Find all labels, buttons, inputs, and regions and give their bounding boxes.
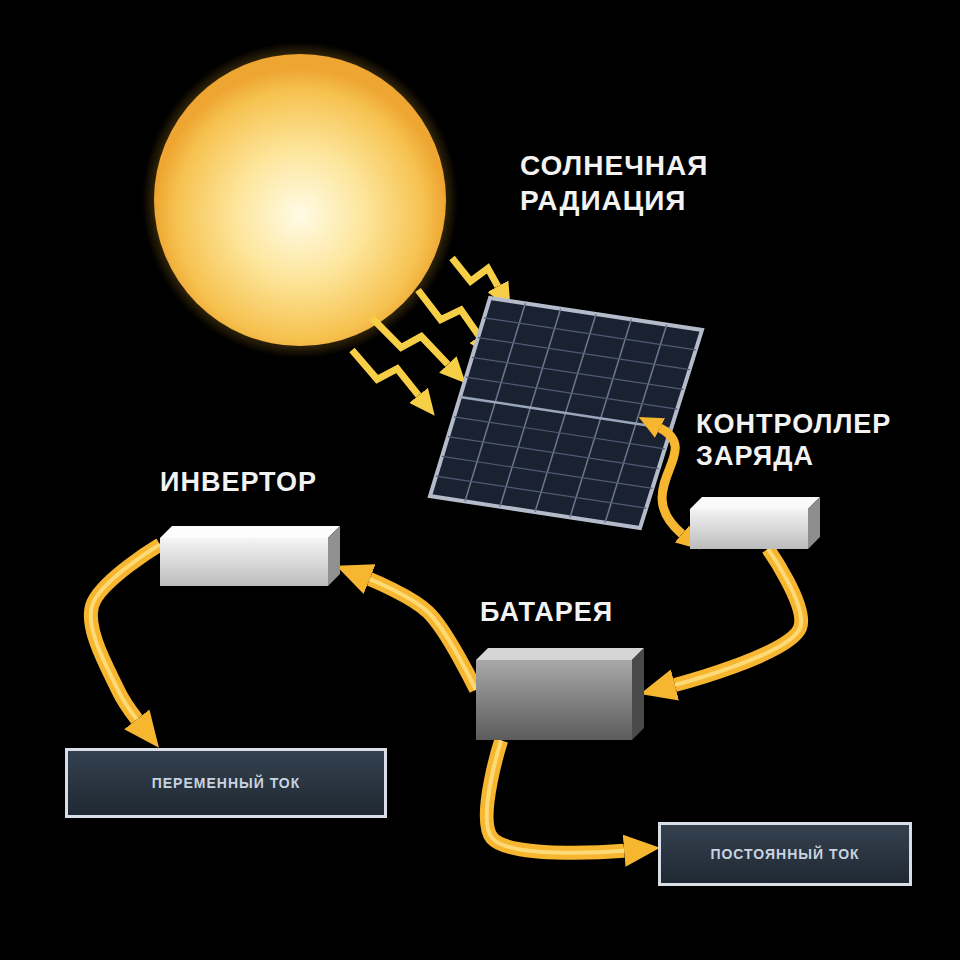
box-body — [476, 648, 644, 740]
panel-cell-line — [484, 318, 696, 350]
box-front — [160, 538, 328, 586]
battery-box: БАТАРЕЯ — [476, 596, 700, 740]
panel-cells — [436, 303, 696, 522]
box-3d — [160, 526, 340, 586]
box-top — [690, 497, 820, 509]
panel-cell-line — [442, 456, 652, 488]
panel-cell-line — [436, 476, 646, 508]
box-front — [690, 509, 808, 549]
panel-controller-arrow — [660, 428, 682, 534]
box-side — [808, 497, 820, 549]
box-heading: БАТАРЕЯ — [480, 596, 700, 628]
panel-cell-line — [448, 437, 659, 469]
flow-arrow — [370, 579, 476, 690]
flow-arrow-group — [91, 544, 160, 719]
panel-cell-line — [454, 417, 665, 449]
flow-arrow — [675, 549, 801, 685]
charge-controller-box: КОНТРОЛЛЕР ЗАРЯДА — [690, 408, 956, 549]
output-label: ПОСТОЯННЫЙ ТОК — [710, 846, 859, 862]
sun — [154, 54, 446, 346]
flow-arrow-group — [487, 740, 624, 852]
panel-cell-line — [460, 397, 671, 429]
dc-output-box: ПОСТОЯННЫЙ ТОК — [658, 822, 912, 886]
flow-arrow-group — [675, 549, 801, 685]
box-side — [632, 648, 644, 740]
flow-arrow — [91, 544, 160, 719]
caption-label: СОЛНЕЧНАЯ РАДИАЦИЯ — [520, 148, 780, 218]
flow-arrow-highlight — [370, 579, 476, 690]
box-top — [476, 648, 644, 660]
panel-cell-line — [466, 377, 677, 409]
box-3d — [690, 497, 820, 549]
box-body — [160, 526, 340, 586]
flow-arrow — [487, 740, 624, 852]
flow-arrow-group — [370, 579, 476, 690]
panel-cell-line — [472, 357, 683, 389]
box-3d — [476, 648, 644, 740]
box-heading: КОНТРОЛЛЕР ЗАРЯДА — [696, 408, 956, 473]
box-front — [476, 660, 632, 740]
box-side — [328, 526, 340, 586]
inverter-box: ИНВЕРТОР — [160, 466, 400, 586]
flow-arrow-highlight — [91, 544, 160, 719]
sun-glow — [142, 42, 458, 358]
radiation-ray — [418, 290, 479, 336]
flow-arrow-highlight — [487, 740, 624, 852]
radiation-ray — [352, 350, 419, 395]
box-heading: ИНВЕРТОР — [160, 466, 400, 498]
output-label: ПЕРЕМЕННЫЙ ТОК — [152, 775, 301, 791]
box-top — [160, 526, 340, 538]
ac-output-box: ПЕРЕМЕННЫЙ ТОК — [65, 748, 387, 818]
flow-arrow-highlight — [675, 549, 801, 685]
radiation-ray — [452, 258, 498, 286]
panel-cell-line — [478, 338, 690, 370]
radiation-ray — [372, 318, 448, 364]
box-body — [690, 497, 820, 549]
